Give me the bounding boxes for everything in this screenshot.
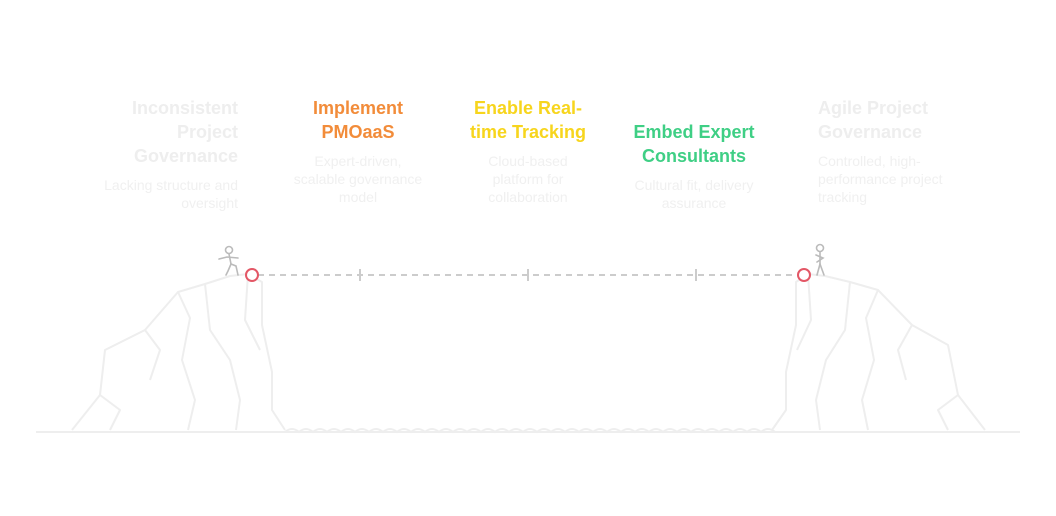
end-description: Controlled, high- performance project tr… xyxy=(818,153,943,205)
right-cliff xyxy=(771,273,986,431)
step-description-tracking: Cloud-based platform for collaboration xyxy=(488,153,568,205)
walking-person-icon xyxy=(218,245,239,276)
end-title: Agile Project Governance xyxy=(818,98,929,142)
water-waves xyxy=(284,428,776,434)
start-description: Lacking structure and oversight xyxy=(104,177,238,211)
step-description-consultants: Cultural fit, delivery assurance xyxy=(634,177,754,211)
step-title-implement: Implement PMOaaS xyxy=(312,98,404,142)
start-state: Inconsistent Project Governance Lacking … xyxy=(80,96,238,212)
start-title: Inconsistent Project Governance xyxy=(131,98,238,166)
step-implement: Implement PMOaaS Expert-driven, scalable… xyxy=(280,96,436,206)
step-tracking: Enable Real- time Tracking Cloud-based p… xyxy=(446,96,610,206)
end-state: Agile Project Governance Controlled, hig… xyxy=(818,96,978,206)
step-title-tracking: Enable Real- time Tracking xyxy=(469,98,587,142)
end-marker xyxy=(797,268,811,282)
start-marker xyxy=(245,268,259,282)
step-description-implement: Expert-driven, scalable governance model xyxy=(293,153,423,205)
standing-person-icon xyxy=(815,243,825,276)
left-cliff xyxy=(71,273,286,431)
step-title-consultants: Embed Expert Consultants xyxy=(633,122,755,166)
step-consultants: Embed Expert Consultants Cultural fit, d… xyxy=(616,120,772,212)
